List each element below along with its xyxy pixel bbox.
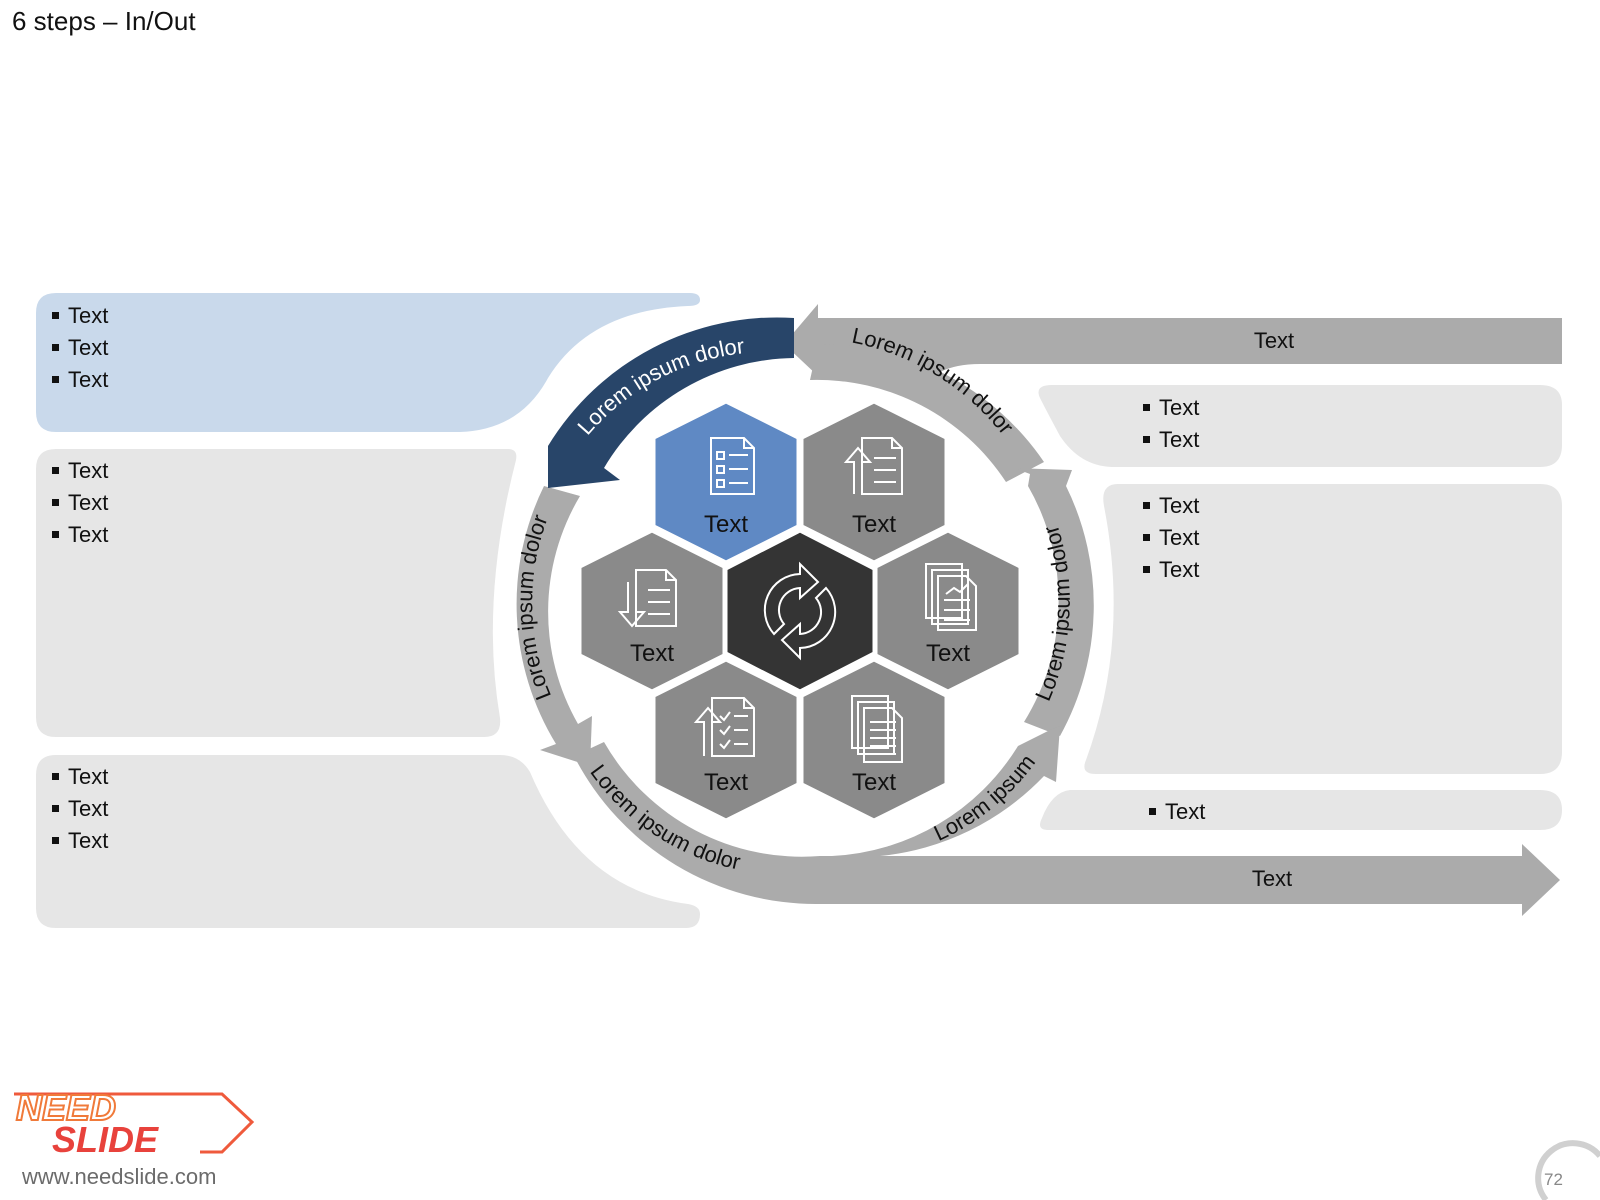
upload-document-icon (843, 437, 903, 495)
hex-label: Text (926, 640, 970, 667)
bottom-arrow-label: Text (1251, 866, 1293, 891)
list-item: Text (50, 825, 108, 857)
right-panel-2 (1084, 484, 1562, 774)
ring-arc-top-right (810, 343, 1044, 482)
slide-title: 6 steps – In/Out (12, 6, 196, 36)
left-panel-1 (36, 293, 700, 432)
page-badge-icon (1535, 1140, 1600, 1200)
upload-checklist-icon (693, 697, 755, 757)
hex-label: Text (704, 511, 748, 538)
list-item: Text (50, 761, 108, 793)
hex-step-5: Text (652, 658, 800, 822)
ring-arc-right (1014, 468, 1094, 736)
list-item: Text (1141, 522, 1199, 554)
list-item: Text (1141, 424, 1199, 456)
list-item: Text (1141, 554, 1199, 586)
bottom-arrow (820, 844, 1560, 916)
right-panel-3-list: Text (1147, 796, 1205, 828)
list-item: Text (50, 455, 108, 487)
right-panel-3 (1040, 790, 1562, 830)
list-item: Text (1147, 796, 1205, 828)
left-panel-3-list: Text Text Text (50, 761, 108, 857)
logo-slide: SLIDE (52, 1119, 159, 1160)
logo-need: NEED (16, 1087, 116, 1128)
hex-step-6: Text (800, 658, 948, 822)
hex-step-4: Text (874, 529, 1022, 693)
list-item: Text (50, 793, 108, 825)
hex-center (724, 529, 876, 693)
stacked-documents-icon (851, 695, 903, 763)
hex-step-3: Text (578, 529, 726, 693)
ring-arc-bottom-left (574, 742, 820, 905)
hex-label: Text (852, 511, 896, 538)
list-item: Text (1141, 490, 1199, 522)
refresh-cycle-icon (763, 561, 837, 661)
left-panel-2 (36, 449, 517, 737)
top-arrow-label: Text (1253, 328, 1295, 353)
page-number: 72 (1544, 1170, 1563, 1189)
list-item: Text (50, 332, 108, 364)
left-panel-1-list: Text Text Text (50, 300, 108, 396)
right-panel-1-list: Text Text (1141, 392, 1199, 456)
checklist-document-icon (710, 437, 755, 495)
ring-arc-top-left (548, 317, 794, 488)
list-item: Text (50, 300, 108, 332)
hex-label: Text (630, 640, 674, 667)
download-document-icon (617, 569, 677, 628)
ring-arc-left (516, 486, 592, 766)
list-item: Text (50, 487, 108, 519)
list-item: Text (50, 519, 108, 551)
top-arrow (784, 304, 1562, 376)
list-item: Text (50, 364, 108, 396)
report-chart-document-icon (925, 563, 977, 631)
right-panel-1 (1038, 385, 1562, 467)
hex-label: Text (704, 769, 748, 796)
brand-url[interactable]: www.needslide.com (22, 1164, 217, 1189)
ring-arc-bottom-right (832, 726, 1060, 856)
right-panel-2-list: Text Text Text (1141, 490, 1199, 586)
left-panel-2-list: Text Text Text (50, 455, 108, 551)
hex-step-2: Text (800, 400, 948, 564)
left-panel-3 (36, 755, 700, 928)
needslide-logo: NEED SLIDE (14, 1086, 255, 1160)
hex-step-1: Text (652, 400, 800, 564)
list-item: Text (1141, 392, 1199, 424)
hex-label: Text (852, 769, 896, 796)
